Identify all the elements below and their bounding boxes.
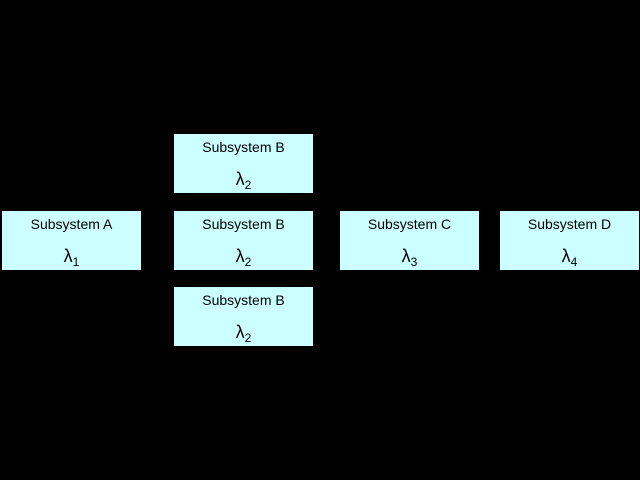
lambda-subscript: 2 <box>244 255 252 269</box>
subsystem-d-failure-rate: λ4 <box>500 246 639 269</box>
subsystem-c-failure-rate: λ3 <box>340 246 479 269</box>
lambda-symbol: λ <box>235 246 245 266</box>
subsystem-d-block: Subsystem D λ4 <box>499 210 640 271</box>
lambda-subscript: 2 <box>244 178 252 192</box>
subsystem-b-block-bottom: Subsystem B λ2 <box>173 286 314 347</box>
subsystem-b-label: Subsystem B <box>202 139 285 155</box>
subsystem-a-block: Subsystem A λ1 <box>1 210 142 271</box>
subsystem-b-failure-rate: λ2 <box>174 169 313 192</box>
lambda-symbol: λ <box>235 322 245 342</box>
lambda-symbol: λ <box>401 246 411 266</box>
subsystem-b-label: Subsystem B <box>202 216 285 232</box>
lambda-subscript: 4 <box>570 255 578 269</box>
lambda-symbol: λ <box>235 169 245 189</box>
subsystem-a-failure-rate: λ1 <box>2 246 141 269</box>
lambda-subscript: 2 <box>244 331 252 345</box>
lambda-symbol: λ <box>63 246 73 266</box>
subsystem-c-block: Subsystem C λ3 <box>339 210 480 271</box>
subsystem-d-label: Subsystem D <box>527 216 612 232</box>
subsystem-a-label: Subsystem A <box>30 216 113 232</box>
subsystem-b-block-middle: Subsystem B λ2 <box>173 210 314 271</box>
subsystem-b-label: Subsystem B <box>202 292 285 308</box>
lambda-subscript: 1 <box>72 255 80 269</box>
subsystem-c-label: Subsystem C <box>367 216 452 232</box>
lambda-subscript: 3 <box>410 255 418 269</box>
subsystem-b-failure-rate: λ2 <box>174 246 313 269</box>
lambda-symbol: λ <box>561 246 571 266</box>
subsystem-b-block-top: Subsystem B λ2 <box>173 133 314 194</box>
subsystem-b-failure-rate: λ2 <box>174 322 313 345</box>
